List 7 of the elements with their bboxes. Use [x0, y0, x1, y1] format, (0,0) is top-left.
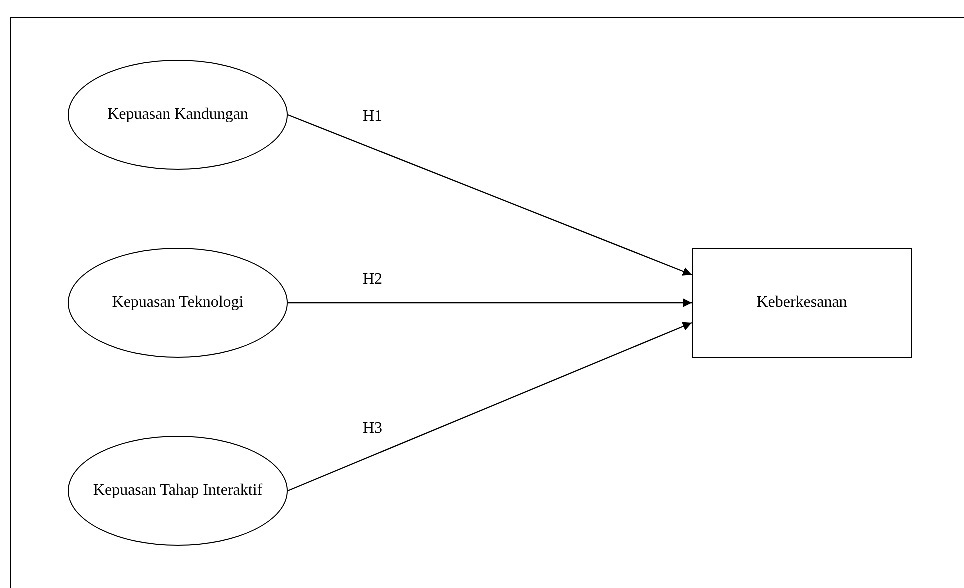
construct-ellipse: Kepuasan Teknologi — [68, 248, 288, 358]
construct-ellipse: Kepuasan Kandungan — [68, 60, 288, 170]
arrow — [288, 114, 692, 276]
arrow — [288, 298, 692, 308]
construct-box: Keberkesanan — [692, 248, 912, 358]
construct-ellipse: Kepuasan Tahap Interaktif — [68, 436, 288, 546]
arrow — [288, 322, 692, 492]
